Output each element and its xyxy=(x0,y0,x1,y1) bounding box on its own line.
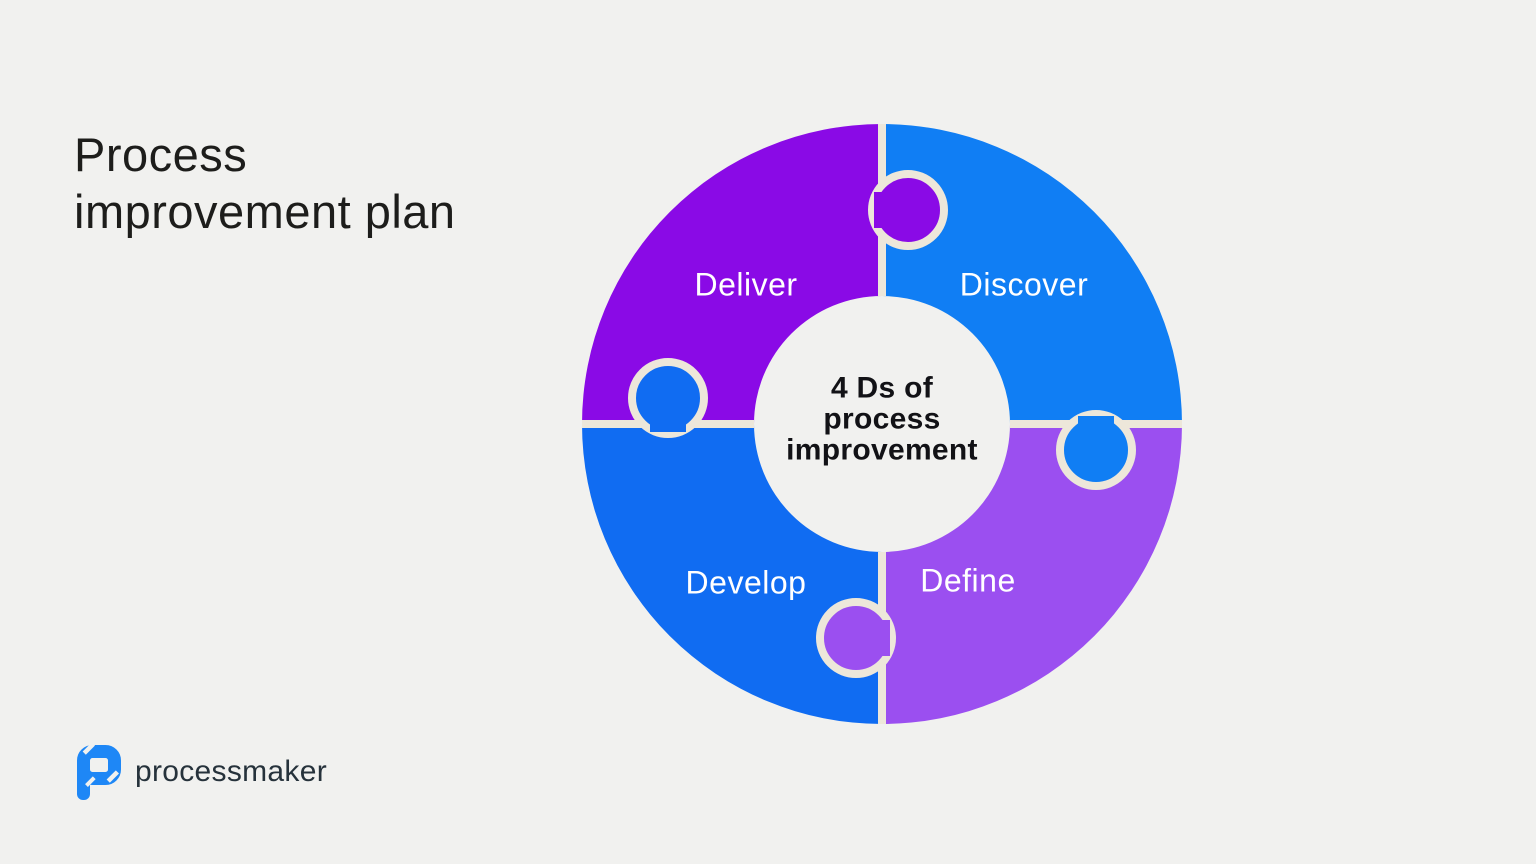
knob-neck-deliver xyxy=(874,192,908,228)
segment-label-develop: Develop xyxy=(685,564,807,601)
segment-label-define: Define xyxy=(920,562,1016,599)
center-label-line3: improvement xyxy=(786,433,978,467)
segment-define xyxy=(882,424,1182,724)
brand-footer: processmaker xyxy=(74,742,327,802)
page-title: Process improvement plan xyxy=(74,126,456,241)
segment-develop xyxy=(582,424,882,724)
segment-label-deliver: Deliver xyxy=(694,266,798,303)
center-label: 4 Ds of process improvement xyxy=(786,371,978,467)
page-title-line2: improvement plan xyxy=(74,185,456,239)
segment-deliver xyxy=(582,124,882,424)
center-label-line1: 4 Ds of xyxy=(830,371,934,405)
puzzle-ring xyxy=(582,124,1182,724)
knob-neck-develop xyxy=(650,398,686,432)
processmaker-logo-icon xyxy=(77,742,121,800)
center-label-line2: process xyxy=(823,402,941,436)
process-cycle-diagram xyxy=(580,122,1184,726)
segment-label-discover: Discover xyxy=(959,266,1089,303)
brand-name: processmaker xyxy=(135,755,327,788)
page-title-line1: Process xyxy=(74,128,248,181)
knob-neck-define xyxy=(856,620,890,656)
segment-discover xyxy=(882,124,1182,424)
knob-neck-discover xyxy=(1078,416,1114,450)
